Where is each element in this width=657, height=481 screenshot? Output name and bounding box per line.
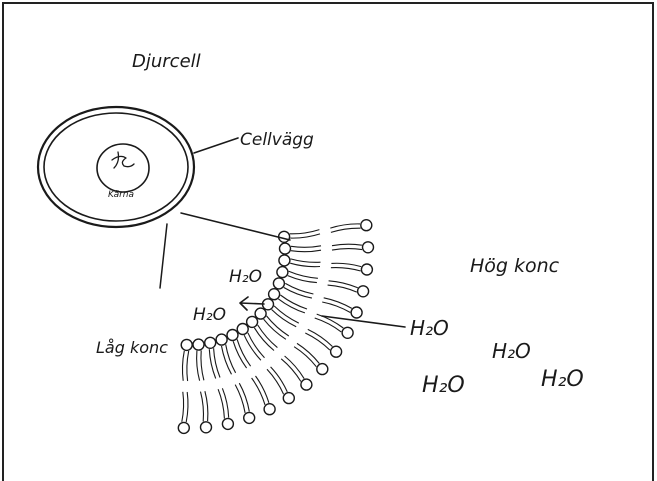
- phospholipid-head: [222, 418, 233, 429]
- cell-membrane-label: Cellvägg: [240, 130, 314, 150]
- phospholipid-head: [317, 364, 328, 375]
- phospholipid-tail: [244, 335, 261, 360]
- phospholipid-head: [201, 422, 212, 433]
- high-concentration-label: Hög konc: [470, 255, 560, 277]
- phospholipid-head: [178, 422, 189, 433]
- phospholipid-head: [283, 393, 294, 404]
- phospholipid-tail: [252, 378, 265, 405]
- phospholipid-tail: [187, 351, 189, 381]
- phospholipid-tail: [331, 263, 361, 266]
- phospholipid-tail: [291, 259, 321, 262]
- phospholipid-head: [273, 278, 284, 289]
- membrane-pointer-line: [194, 138, 238, 153]
- phospholipid-tail: [332, 244, 362, 245]
- nucleus: Kärna: [97, 144, 149, 200]
- phospholipid-tail: [214, 348, 220, 377]
- phospholipid-head: [269, 289, 280, 300]
- phospholipid-head: [279, 255, 290, 266]
- low-concentration-label: Låg konc: [96, 338, 168, 357]
- phospholipid-tail: [315, 318, 342, 332]
- phospholipid-tail: [209, 349, 215, 378]
- phospholipid-tail: [272, 310, 297, 327]
- phospholipid-tail: [218, 389, 224, 418]
- phospholipid-tail: [308, 329, 333, 346]
- phospholipid-head: [181, 339, 192, 350]
- water-molecule-6: H₂O: [541, 367, 584, 392]
- phospholipid-head: [358, 286, 369, 297]
- phospholipid-head: [205, 337, 216, 348]
- phospholipid-head: [342, 327, 353, 338]
- phospholipid-tail: [205, 391, 208, 421]
- phospholipid-tail: [285, 356, 305, 379]
- phospholipid-head: [216, 334, 227, 345]
- water-molecule-5: H₂O: [422, 373, 465, 398]
- phospholipid-head: [301, 379, 312, 390]
- phospholipid-head: [280, 243, 291, 254]
- phospholipid-tail: [285, 283, 313, 294]
- zoom-line-lower: [160, 224, 167, 288]
- phospholipid-head: [255, 308, 266, 319]
- phospholipid-tail: [201, 350, 204, 380]
- phospholipid-tail: [233, 341, 246, 368]
- phospholipid-tail: [290, 230, 320, 234]
- phospholipid-tail: [226, 345, 236, 373]
- phospholipid-head: [247, 316, 258, 327]
- water-molecule-3: H₂O: [410, 316, 449, 340]
- zoom-line-upper: [181, 213, 290, 240]
- nucleus-label: Kärna: [108, 190, 134, 200]
- phospholipid-tail: [182, 351, 184, 381]
- phospholipid-tail: [186, 392, 188, 422]
- phospholipid-tail: [280, 295, 307, 309]
- phospholipid-head: [264, 404, 275, 415]
- phospholipid-tail: [330, 224, 360, 228]
- phospholipid-tail: [332, 249, 362, 250]
- phospholipid-tail: [254, 328, 274, 351]
- phospholipid-tail: [197, 351, 200, 381]
- phospholipid-head: [363, 242, 374, 253]
- phospholipid-tail: [291, 246, 321, 248]
- phospholipid-head: [331, 346, 342, 357]
- phospholipid-tail: [201, 392, 204, 422]
- phospholipid-head: [227, 330, 238, 341]
- phospholipid-tail: [271, 367, 288, 392]
- phospholipid-tail: [297, 343, 319, 363]
- phospholipid-tail: [264, 319, 286, 339]
- phospholipid-tail: [256, 376, 269, 403]
- phospholipid-head: [361, 264, 372, 275]
- lipid-bilayer: [178, 220, 373, 434]
- phospholipid-tail: [290, 263, 320, 266]
- phospholipid-tail: [329, 281, 358, 288]
- phospholipid-tail: [331, 268, 361, 271]
- phospholipid-tail: [235, 385, 245, 413]
- phospholipid-tail: [331, 228, 361, 232]
- water-molecule-2: H₂O: [193, 305, 226, 325]
- phospholipid-tail: [322, 302, 350, 313]
- frame: [3, 3, 653, 481]
- phospholipid-tail: [222, 388, 228, 417]
- animal-cell: [38, 107, 194, 227]
- phospholipid-head: [244, 412, 255, 423]
- phospholipid-tail: [278, 299, 305, 313]
- phospholipid-tail: [291, 250, 321, 252]
- phospholipid-tail: [290, 234, 320, 238]
- water-molecule-1: H₂O: [229, 267, 262, 287]
- phospholipid-head: [237, 324, 248, 335]
- phospholipid-tail: [288, 276, 317, 283]
- phospholipid-head: [277, 267, 288, 278]
- phospholipid-head: [279, 231, 290, 242]
- phospholipid-tail: [182, 392, 184, 422]
- title-label: Djurcell: [132, 51, 201, 72]
- phospholipid-tail: [317, 314, 344, 328]
- water-molecule-4: H₂O: [492, 339, 531, 363]
- phospholipid-head: [351, 307, 362, 318]
- phospholipid-head: [193, 339, 204, 350]
- phospholipid-head: [361, 220, 372, 231]
